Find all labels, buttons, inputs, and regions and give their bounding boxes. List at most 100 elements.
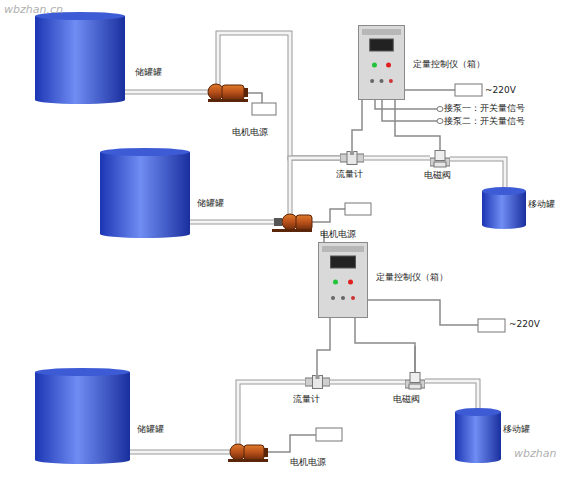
equipment-label: 电机电源 (290, 457, 326, 468)
shape-part (455, 408, 501, 416)
pipe-bore (130, 382, 305, 452)
storage-tank-label: 储罐罐 (137, 424, 164, 435)
drawing-part (455, 84, 482, 96)
shape-part (331, 256, 356, 268)
shape-part (482, 191, 526, 225)
shape-part (410, 373, 420, 383)
drawing-part (437, 107, 443, 112)
drawing-part (208, 99, 248, 102)
power-box (252, 84, 505, 441)
shape-part (455, 412, 501, 459)
shape-part (35, 368, 130, 376)
watermark: wbzhan (514, 448, 556, 459)
pump-symbol (228, 444, 268, 462)
pipe (125, 33, 340, 158)
tank-outline (455, 408, 501, 463)
signal-wire (317, 318, 330, 375)
control-box-label: 定量控制仪（箱） (413, 59, 485, 70)
shape-part (351, 296, 355, 300)
pipe-wall (125, 33, 340, 158)
shape-part (319, 243, 368, 318)
storage-tank-label: 储罐罐 (135, 67, 162, 78)
drawing-part (437, 119, 443, 124)
shape-part (313, 376, 323, 389)
drawing-part (248, 93, 262, 103)
pipe-wall (425, 381, 478, 408)
flowmeter: 流量计 (305, 375, 330, 389)
tank-outline (482, 187, 526, 229)
equipment-label: 接泵二：开关量信号 (444, 116, 525, 127)
shape-part (386, 63, 391, 68)
shape-part (372, 63, 377, 68)
shape-part (316, 375, 320, 379)
control-box: 定量控制仪（箱） (358, 25, 405, 100)
flow-outline (340, 151, 364, 165)
wire-line (355, 318, 415, 372)
drawing-part (368, 300, 478, 325)
pipe (425, 381, 478, 408)
equipment-label: 电机电源 (232, 127, 268, 138)
shape-part (35, 372, 130, 460)
shape-part (100, 152, 190, 234)
shape-part (359, 26, 405, 100)
pipe-wall (450, 159, 505, 187)
solenoid-valve: 电磁阀 (430, 150, 450, 168)
shape-part (409, 384, 421, 389)
mobile-tank: 移动罐 (455, 408, 501, 463)
shape-part (380, 79, 384, 83)
mobile-tank: 移动罐 (482, 187, 526, 229)
tank-outline (35, 12, 125, 104)
shape-part (35, 96, 125, 104)
equipment-label: ~220V (485, 85, 516, 96)
shape-part (362, 29, 401, 35)
watermark: wbzhan.cn (4, 4, 63, 15)
drawing-part (375, 100, 437, 109)
shape-part (348, 280, 353, 285)
shape-part (350, 151, 354, 155)
shape-part (482, 187, 526, 195)
storage-tank: 储罐罐 (35, 12, 125, 104)
pipe-bore (330, 381, 405, 384)
shape-part (35, 456, 130, 464)
pipe (130, 382, 305, 452)
drawing-part (478, 319, 505, 332)
wire-line (352, 100, 362, 151)
pump-symbol (272, 214, 312, 232)
ctrl-outline (358, 25, 405, 100)
shape-part (455, 455, 501, 463)
tank-outline (100, 148, 190, 238)
wire-line (395, 100, 440, 150)
equipment-label: 电机电源 (320, 229, 356, 240)
shape-part (100, 230, 190, 238)
shape-part (322, 246, 364, 252)
pipe (330, 382, 405, 383)
pipe-wall (130, 382, 305, 452)
flowmeter-label: 流量计 (293, 394, 320, 405)
solenoid-valve-label: 电磁阀 (424, 170, 451, 181)
pipe (450, 159, 505, 187)
drawing-part (252, 103, 276, 115)
shape-part (341, 296, 345, 300)
flowmeter-label: 流量计 (336, 169, 363, 180)
mobile-tank-label: 移动罐 (528, 199, 555, 210)
drawing-part (272, 229, 312, 232)
pipe-wall (330, 380, 405, 385)
shape-part (370, 79, 374, 83)
drawing-part (268, 435, 316, 452)
mobile-tank-label: 移动罐 (503, 424, 530, 435)
solenoid-valve-label: 电磁阀 (393, 394, 420, 405)
drawing-part (414, 346, 416, 372)
shape-part (434, 162, 446, 167)
pipe-bore (190, 158, 340, 222)
drawing-part (264, 448, 268, 457)
drawing-part (244, 88, 248, 97)
shape-part (331, 296, 335, 300)
signal-wire (352, 100, 362, 151)
pipe-bore (125, 33, 340, 158)
drawing-part (382, 100, 437, 121)
shape-part (35, 16, 125, 100)
equipment-label: 接泵一：开关量信号 (444, 103, 525, 114)
pump-symbol (208, 84, 248, 102)
drawing-part (405, 89, 455, 91)
